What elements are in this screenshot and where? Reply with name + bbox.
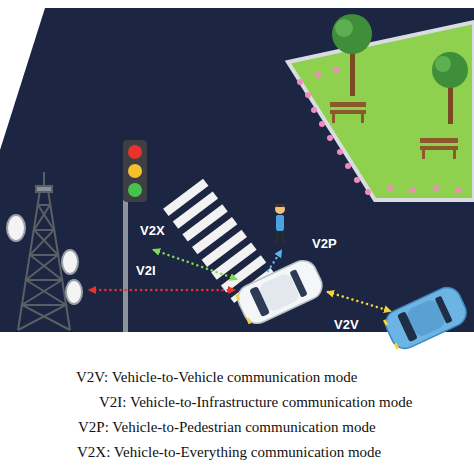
v2x-arrow [154, 250, 236, 279]
v2v-arrow [328, 292, 390, 311]
cell-tower-part [7, 215, 25, 241]
flowers-part [365, 189, 371, 195]
blue-car-part [394, 343, 399, 350]
definition-line: V2X: Vehicle-to-Everything communication… [77, 444, 381, 461]
cell-tower-part [34, 229, 54, 231]
cell-tower-part [66, 280, 82, 304]
cell-tower-part [26, 279, 62, 281]
traffic-light-part [123, 200, 128, 332]
pedestrian-part [275, 204, 285, 208]
road [0, 8, 474, 332]
cell-tower [7, 172, 82, 330]
blue-car-part [381, 283, 470, 353]
blue-car [381, 283, 470, 353]
white-car-part [246, 318, 251, 325]
park-bench-part [361, 114, 364, 123]
definition-line: V2P: Vehicle-to-Pedestrian communication… [78, 419, 376, 436]
signal-arrows [90, 250, 390, 311]
tree-part [350, 48, 355, 96]
park-bench-part [330, 102, 366, 107]
flowers [297, 67, 461, 195]
pedestrian-part [276, 215, 284, 231]
pedestrian-part [282, 231, 285, 245]
park-bench-part [420, 138, 458, 143]
channel-label: V2V [334, 318, 359, 333]
white-car-part [289, 269, 307, 297]
park-bench-part [422, 150, 425, 159]
traffic-light-part [123, 140, 147, 202]
flowers-part [327, 135, 333, 141]
flowers-part [345, 163, 351, 169]
v2i-arrow [90, 289, 234, 292]
flowers-part [354, 177, 360, 183]
flowers-part [333, 67, 339, 73]
definition-line: V2V: Vehicle-to-Vehicle communication mo… [76, 369, 357, 386]
channel-label: V2I [136, 264, 156, 279]
definition-line: V2I: Vehicle-to-Infrastructure communica… [99, 394, 412, 411]
traffic-light-part [128, 145, 142, 159]
traffic-light-part [128, 164, 142, 178]
park-bench [330, 102, 458, 159]
white-car-part [249, 286, 270, 317]
park-bench-part [332, 114, 335, 123]
channel-label: V2X [140, 224, 165, 239]
flowers-part [337, 149, 343, 155]
grass-lawn [288, 22, 474, 200]
cell-tower-part [38, 204, 50, 206]
pedestrian-part [275, 204, 285, 214]
tree [332, 14, 468, 124]
pedestrian-part [276, 231, 278, 245]
cell-tower-part [62, 250, 78, 274]
flowers-part [305, 92, 311, 98]
cell-tower-part [30, 254, 58, 256]
tree-part [435, 56, 451, 72]
flowers-part [315, 72, 321, 78]
tree-part [335, 19, 353, 37]
flowers-part [433, 185, 439, 191]
cell-tower-part [22, 304, 66, 306]
v2p-arrow [268, 251, 281, 271]
tree-part [432, 52, 468, 88]
tree-part [448, 82, 453, 124]
channel-label: V2P [312, 237, 337, 252]
flowers-part [297, 79, 303, 85]
flowers-part [319, 121, 325, 127]
white-car [233, 256, 326, 328]
tree-part [332, 14, 372, 54]
flowers-part [409, 187, 415, 193]
road-scene [0, 8, 474, 332]
park-bench-part [330, 110, 366, 114]
flowers-part [455, 187, 461, 193]
white-car-part [235, 294, 240, 301]
blue-car-part [397, 311, 418, 342]
traffic-light-part [128, 183, 142, 197]
pedestrian [275, 204, 285, 246]
flowers-part [387, 185, 393, 191]
white-car-part [233, 256, 326, 328]
cell-tower-part [36, 186, 52, 192]
blue-car-part [435, 296, 453, 324]
flowers-part [311, 107, 317, 113]
blue-car-part [383, 319, 388, 326]
park-bench-part [453, 150, 456, 159]
park-bench-part [420, 146, 458, 150]
